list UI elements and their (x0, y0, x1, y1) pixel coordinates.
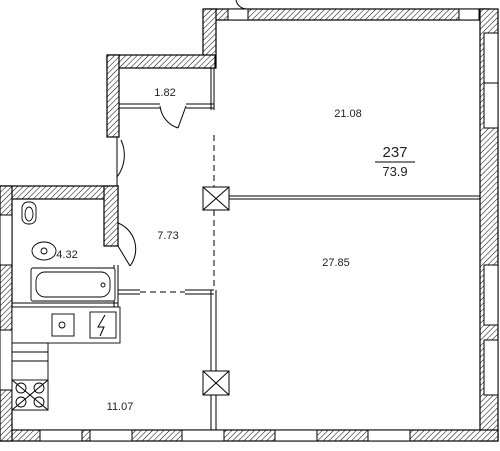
room-area-kitchen: 11.07 (107, 401, 134, 413)
electric-panel (89, 311, 117, 339)
window (458, 8, 480, 21)
apartment-number: 237 (382, 144, 407, 161)
room-area-living: 21.08 (334, 108, 362, 120)
window (181, 429, 225, 442)
room-area-hall: 7.73 (157, 230, 178, 242)
doors (116, 0, 248, 267)
window (39, 429, 83, 442)
window (89, 429, 133, 442)
window (483, 339, 499, 396)
window (483, 82, 499, 129)
exterior-walls (0, 8, 499, 442)
storage-door (177, 105, 187, 129)
window (0, 214, 13, 266)
apartment-total-area: 73.9 (382, 164, 407, 179)
room-area-storage: 1.82 (154, 87, 175, 99)
interior-walls (12, 68, 480, 430)
kitchen-fixtures (11, 306, 121, 411)
entrance-door (116, 139, 125, 178)
bathroom-fixtures (21, 201, 116, 302)
room-area-bathroom: 4.32 (56, 249, 77, 261)
apartment-tag: 237 73.9 (375, 144, 415, 179)
window (0, 329, 13, 391)
window (227, 8, 249, 21)
window (483, 32, 499, 92)
room-area-bedroom: 27.85 (322, 257, 350, 269)
window (483, 264, 499, 326)
bathroom-door (117, 245, 131, 267)
window (367, 429, 411, 442)
windows (0, 8, 499, 442)
window (274, 429, 318, 442)
